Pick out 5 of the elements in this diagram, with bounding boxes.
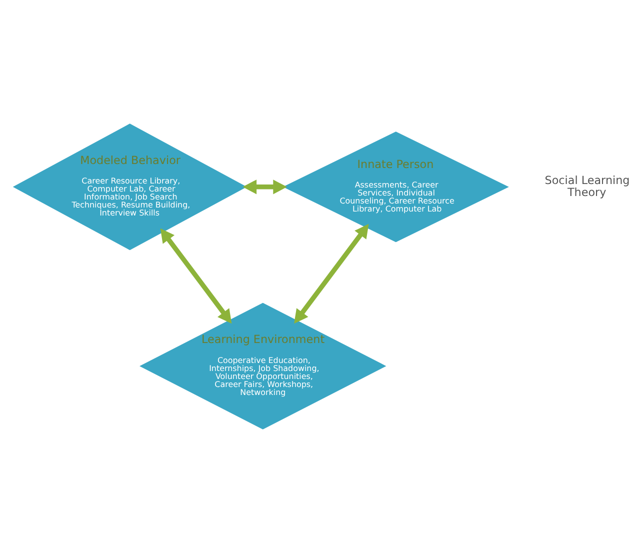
arrow: [242, 180, 288, 194]
label: Social Learning Theory: [544, 174, 630, 199]
arrow: [294, 224, 369, 324]
arrow: [160, 228, 232, 324]
node-diamond: Learning Environment Cooperative Education, Internships, Job Shadowing, Volunteer Opportunities, Career Fairs, Workshops, Networking: [138, 302, 388, 430]
